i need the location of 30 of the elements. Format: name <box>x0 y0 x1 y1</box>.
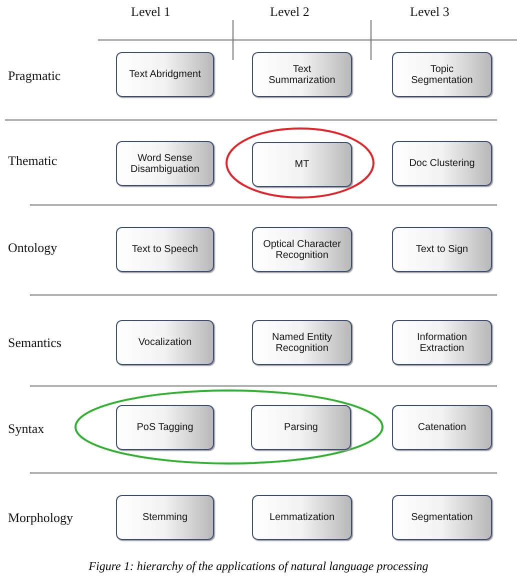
column-header: Level 3 <box>410 4 450 20</box>
highlight-ellipse <box>74 389 384 465</box>
application-box: Text to Sign <box>392 227 492 272</box>
row-label: Thematic <box>8 153 58 169</box>
column-header: Level 2 <box>270 4 310 20</box>
application-box: Named Entity Recognition <box>252 320 352 365</box>
application-box: Text Abridgment <box>116 52 214 97</box>
figure-caption: Figure 1: hierarchy of the applications of natural language processing <box>88 559 430 574</box>
application-box: Information Extraction <box>392 320 492 365</box>
row-label: Pragmatic <box>8 68 61 84</box>
application-box: Segmentation <box>392 495 492 540</box>
application-box: Lemmatization <box>252 495 352 540</box>
application-box: Optical Character Recognition <box>252 227 352 272</box>
application-box: Vocalization <box>116 320 214 365</box>
application-box: Catenation <box>392 405 492 450</box>
highlight-ellipse <box>225 127 375 199</box>
row-label: Ontology <box>8 240 58 256</box>
row-label: Syntax <box>8 421 44 437</box>
application-box: MT <box>252 142 352 187</box>
application-box: Text to Speech <box>116 227 214 272</box>
column-header: Level 1 <box>131 4 170 20</box>
application-box: Stemming <box>116 495 214 540</box>
application-box: Text Summarization <box>252 52 352 97</box>
application-box: Parsing <box>251 405 351 450</box>
application-box: PoS Tagging <box>116 405 214 450</box>
application-box: Doc Clustering <box>392 141 492 186</box>
application-box: Topic Segmentation <box>392 52 492 97</box>
row-label: Semantics <box>8 335 62 351</box>
application-box: Word Sense Disambiguation <box>116 141 214 186</box>
row-label: Morphology <box>8 510 73 526</box>
